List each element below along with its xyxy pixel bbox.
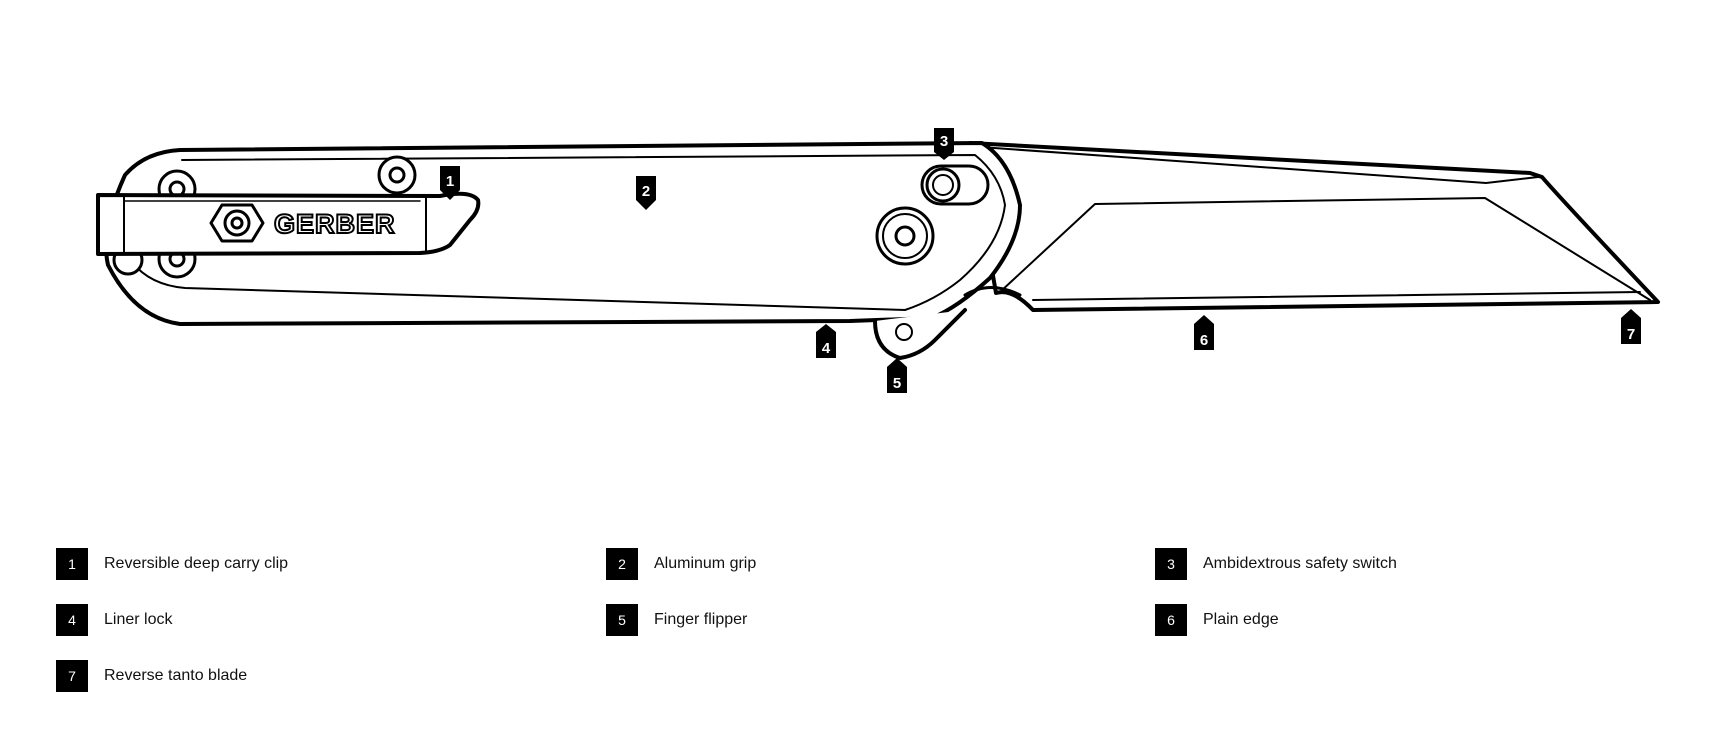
legend-item-6: 6 Plain edge (1155, 604, 1279, 636)
blade-edge-bevel (1032, 291, 1641, 301)
legend-label: Reverse tanto blade (104, 667, 248, 684)
legend-item-1: 1 Reversible deep carry clip (56, 548, 288, 580)
callout-5-number: 5 (893, 375, 901, 392)
callout-3-number: 3 (940, 133, 948, 150)
legend-item-7: 7 Reverse tanto blade (56, 660, 247, 692)
handle (104, 141, 1022, 360)
clip-screw-hex (209, 203, 265, 243)
brand-logo: GERBER (274, 209, 396, 239)
liner-lock-cutout (963, 286, 1022, 297)
callout-4-number: 4 (822, 340, 831, 357)
legend-number: 4 (56, 604, 88, 636)
legend-label: Aluminum grip (654, 555, 757, 572)
handle-outline (104, 141, 1022, 326)
legend-label: Ambidextrous safety switch (1203, 555, 1397, 572)
legend-number: 5 (606, 604, 638, 636)
finger-flipper (873, 308, 967, 360)
legend-item-5: 5 Finger flipper (606, 604, 747, 636)
safety-switch-knob (925, 167, 961, 203)
blade-outline (968, 141, 1660, 312)
pivot-inner (894, 225, 916, 247)
callout-1: 1 (440, 166, 460, 200)
blade (968, 141, 1660, 312)
safety-switch-knob-inner (932, 174, 954, 196)
callout-6-number: 6 (1200, 332, 1208, 349)
legend-number: 7 (56, 660, 88, 692)
callout-7-number: 7 (1627, 326, 1635, 343)
legend-label: Reversible deep carry clip (104, 555, 289, 572)
callout-7: 7 (1621, 309, 1641, 344)
screw-top-mid (377, 155, 417, 195)
blade-spine-bevel (979, 146, 1539, 184)
pivot-ring (882, 213, 928, 259)
legend-label: Liner lock (104, 611, 173, 628)
blade-grind-line (999, 197, 1651, 301)
legend-number: 1 (56, 548, 88, 580)
legend-number: 6 (1155, 604, 1187, 636)
callout-5: 5 (887, 358, 907, 393)
clip-outline (96, 191, 481, 256)
callout-6: 6 (1194, 315, 1214, 350)
callout-2-number: 2 (642, 183, 650, 200)
clip-screw-outer (223, 209, 251, 237)
callout-2: 2 (636, 176, 656, 210)
pocket-clip (96, 191, 481, 256)
legend-label: Plain edge (1203, 611, 1279, 628)
legend-item-2: 2 Aluminum grip (606, 548, 756, 580)
legend-label: Finger flipper (654, 611, 748, 628)
knife-diagram: GERBER 1 2 3 4 5 6 7 (96, 128, 1660, 393)
legend-item-4: 4 Liner lock (56, 604, 172, 636)
clip-screw-inner (230, 216, 244, 230)
callout-4: 4 (816, 324, 836, 358)
pivot-outer (875, 206, 935, 266)
callouts: 1 2 3 4 5 6 7 (440, 128, 1641, 393)
legend-item-3: 3 Ambidextrous safety switch (1155, 548, 1397, 580)
legend-number: 2 (606, 548, 638, 580)
flipper-hole (895, 323, 913, 341)
callout-3: 3 (934, 128, 954, 160)
screw-top-mid-inner (388, 166, 406, 184)
handle-inner-bevel (131, 154, 1006, 311)
legend-number: 3 (1155, 548, 1187, 580)
callout-1-number: 1 (446, 173, 454, 190)
